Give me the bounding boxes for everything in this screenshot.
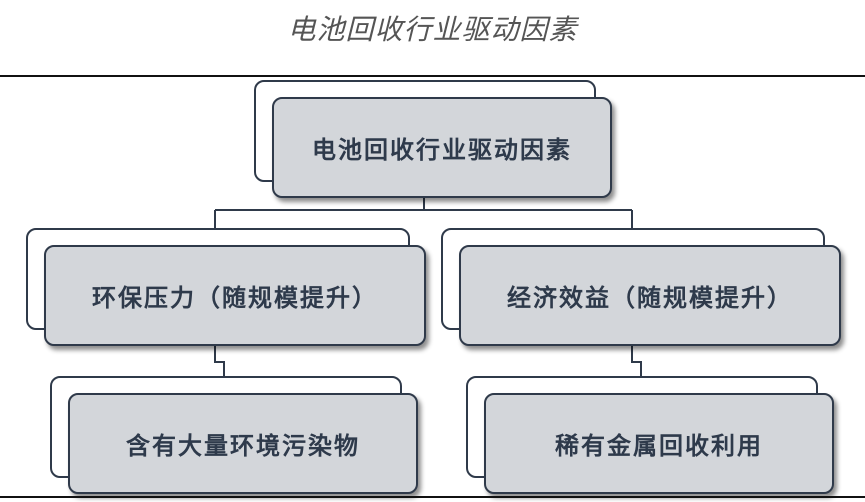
bottom-rule: [0, 496, 865, 498]
connector-left-child: [214, 344, 225, 376]
diagram-title: 电池回收行业驱动因素: [287, 13, 578, 46]
right-node-label: 经济效益（随规模提升）: [507, 284, 793, 312]
left-node[interactable]: 环保压力（随规模提升）: [44, 245, 426, 346]
right-node[interactable]: 经济效益（随规模提升）: [459, 245, 841, 346]
root-node-label: 电池回收行业驱动因素: [312, 136, 572, 164]
right-child-node[interactable]: 稀有金属回收利用: [484, 393, 834, 494]
left-child-node[interactable]: 含有大量环境污染物: [68, 393, 418, 494]
right-child-node-label: 稀有金属回收利用: [555, 432, 763, 460]
connector-right-child: [631, 344, 642, 376]
left-child-node-label: 含有大量环境污染物: [126, 432, 360, 460]
left-node-label: 环保压力（随规模提升）: [92, 284, 378, 312]
root-node[interactable]: 电池回收行业驱动因素: [272, 97, 612, 198]
top-rule: [0, 75, 865, 77]
